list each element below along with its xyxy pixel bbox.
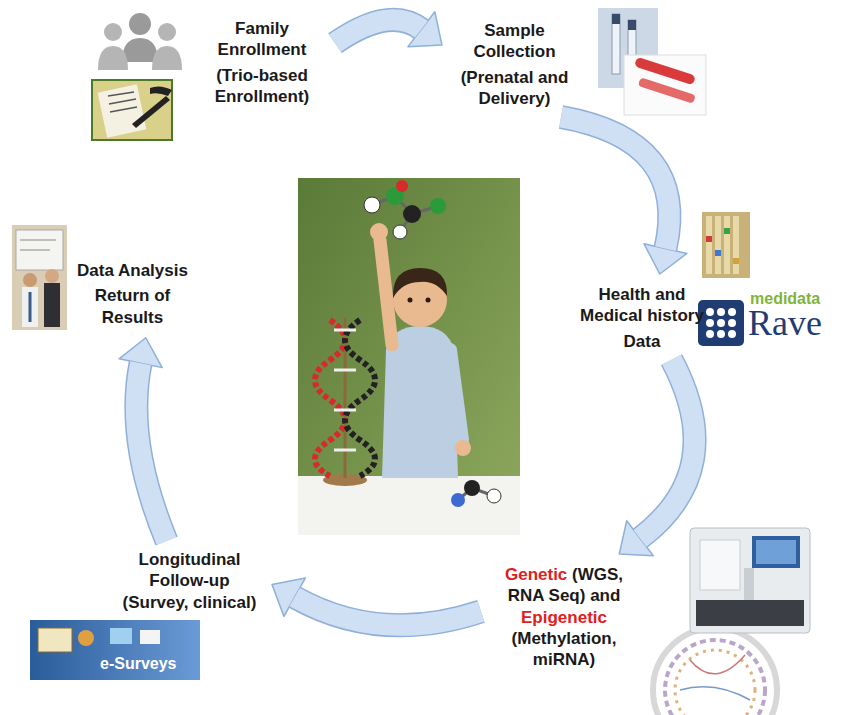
data-analysis-photo xyxy=(12,225,67,330)
stage-text: Data xyxy=(572,331,712,352)
arrow-body xyxy=(335,20,421,43)
cycle-arrow xyxy=(272,578,481,625)
child-with-molecule-photo xyxy=(298,178,520,535)
cycle-arrow xyxy=(119,338,166,541)
arrow-outline xyxy=(640,360,695,539)
stage-label: Family Enrollment(Trio-based Enrollment) xyxy=(193,14,331,111)
arrow-outline xyxy=(295,597,481,625)
stage-text: (Methylation, miRNA) xyxy=(512,629,617,669)
arrow-body xyxy=(136,363,166,541)
medical-folders-photo xyxy=(702,212,750,278)
sequencer-machine xyxy=(690,528,810,633)
stage-text: (Trio-based Enrollment) xyxy=(197,65,327,108)
stage-label: Health and Medical historyData xyxy=(568,280,716,356)
stage-label: Longitudinal Follow-up (Survey, clinical… xyxy=(113,545,266,617)
medidata-logo-mark xyxy=(698,300,744,346)
consent-document-icon xyxy=(92,80,172,140)
arrow-outline xyxy=(561,117,669,249)
arrow-body xyxy=(561,117,669,249)
arrow-body xyxy=(640,360,695,539)
stage-text: Return of Results xyxy=(70,285,195,328)
stage-label: Sample Collection(Prenatal and Delivery) xyxy=(448,16,581,113)
circos-plot xyxy=(653,628,777,715)
test-tube-photo xyxy=(598,8,706,115)
stage-text: Data Analysis xyxy=(70,260,195,281)
family-icon xyxy=(98,13,182,70)
e-surveys-banner xyxy=(30,620,200,680)
stage-text: Genetic xyxy=(505,565,567,584)
stage-text: Sample Collection xyxy=(452,20,577,63)
stage-text: Family Enrollment xyxy=(197,18,327,61)
arrow-body xyxy=(295,597,481,625)
stage-label: Genetic (WGS, RNA Seq) and Epigenetic (M… xyxy=(485,560,643,674)
arrow-outline xyxy=(335,20,421,43)
cycle-arrow xyxy=(561,117,687,274)
banner-text: e-Surveys xyxy=(100,655,177,673)
stage-text: Epigenetic xyxy=(521,608,607,627)
logo-text: Rave xyxy=(748,304,822,344)
cycle-arrow xyxy=(335,12,442,47)
stage-text: (Prenatal and Delivery) xyxy=(452,67,577,110)
cycle-arrow xyxy=(619,360,694,556)
arrow-outline xyxy=(136,363,166,541)
arrow-head xyxy=(119,338,162,368)
stage-text: Longitudinal Follow-up (Survey, clinical… xyxy=(117,549,262,613)
stage-label: Data AnalysisReturn of Results xyxy=(66,256,199,332)
stage-text: Health and Medical history xyxy=(572,284,712,327)
